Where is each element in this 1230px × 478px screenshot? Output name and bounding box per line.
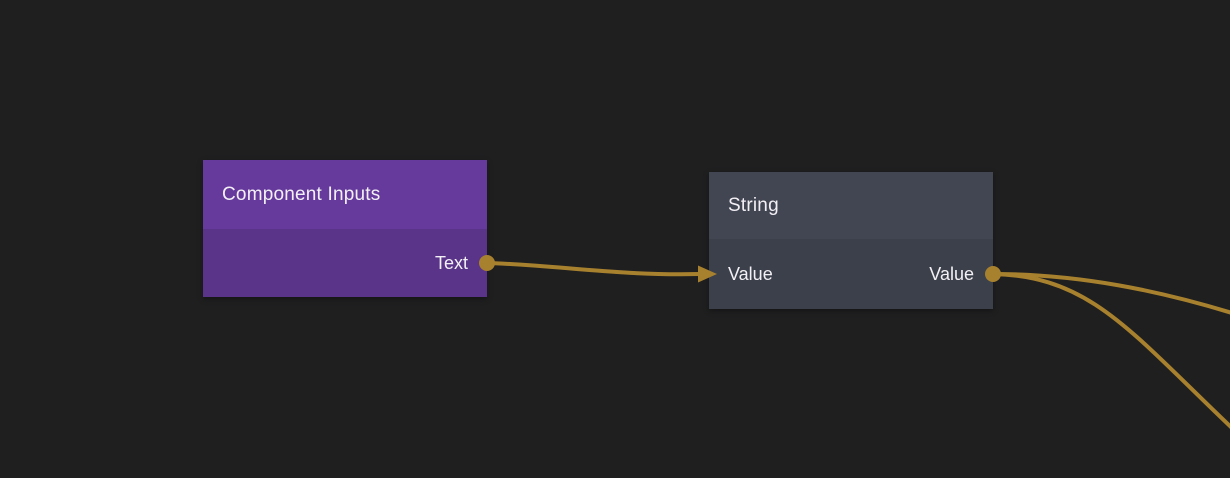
port-label-value-input: Value <box>728 263 773 284</box>
port-label-text-output: Text <box>434 252 468 273</box>
wire-string-output-lower[interactable] <box>991 272 1230 429</box>
wire-string-output-upper[interactable] <box>991 272 1230 315</box>
node-component-inputs-header[interactable]: Component Inputs <box>203 160 487 229</box>
node-string-header[interactable]: String <box>709 172 993 239</box>
wire-component-inputs-to-string[interactable] <box>485 261 702 277</box>
node-string-title: String <box>728 194 779 216</box>
node-component-inputs[interactable]: Component Inputs Text <box>203 160 487 297</box>
node-component-inputs-title: Component Inputs <box>222 183 381 205</box>
port-label-value-output: Value <box>929 263 974 284</box>
node-component-inputs-body: Text <box>203 229 487 297</box>
node-string-body: Value Value <box>709 239 993 309</box>
node-string[interactable]: String Value Value <box>709 172 993 309</box>
